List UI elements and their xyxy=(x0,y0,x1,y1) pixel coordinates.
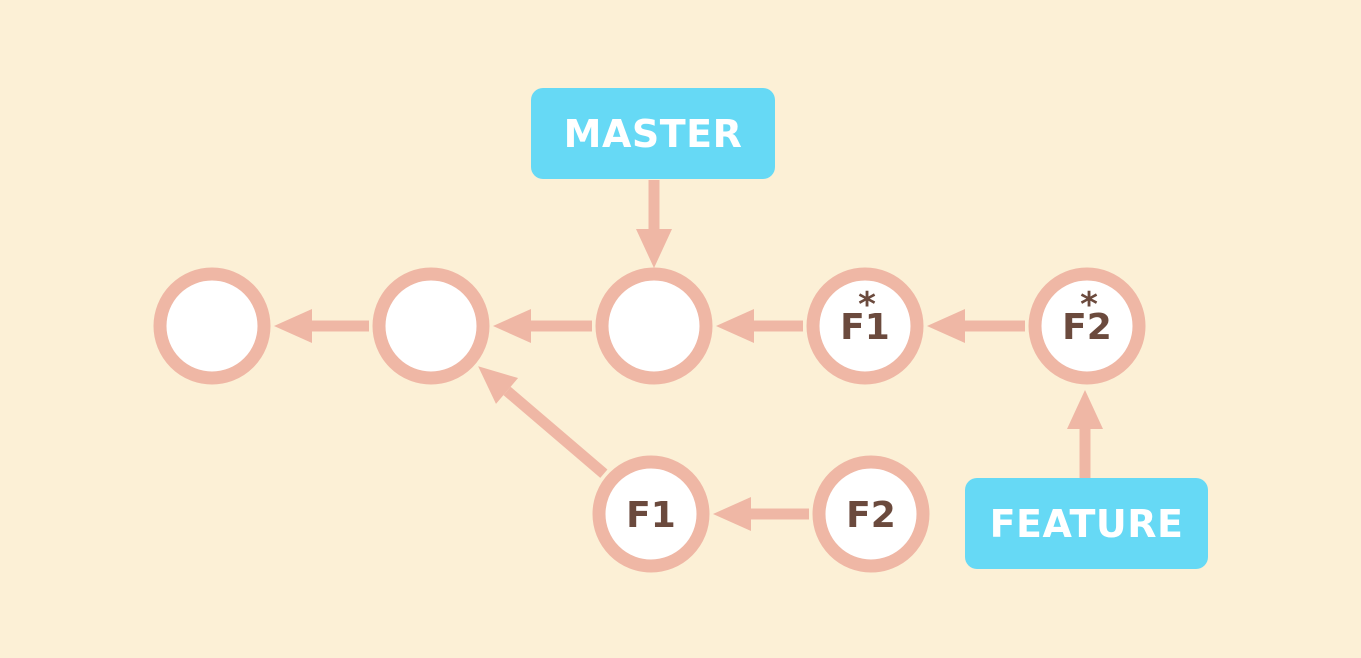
commit-label: F1 xyxy=(840,307,890,348)
commit-node-c1 xyxy=(372,267,490,385)
arrow-head xyxy=(493,309,531,343)
commit-circle xyxy=(812,455,930,573)
commit-circle xyxy=(806,267,924,385)
commit-circle xyxy=(595,267,713,385)
arrow-rebased-f1-to-c2 xyxy=(716,309,803,343)
commit-circle xyxy=(1028,267,1146,385)
arrow-head xyxy=(716,309,754,343)
commit-node-c0 xyxy=(153,267,271,385)
commit-node-old-f1: F1 xyxy=(592,455,710,573)
arrow-c2-to-c1 xyxy=(493,309,592,343)
commit-node-rebased-f2: F2* xyxy=(1028,267,1146,385)
rebased-marker: * xyxy=(858,285,876,325)
arrow-head xyxy=(478,366,519,404)
feature-pointer-arrow xyxy=(1067,390,1103,478)
commit-circle xyxy=(592,455,710,573)
feature-branch-label: FEATURE xyxy=(965,478,1208,569)
arrows-layer xyxy=(274,180,1103,531)
commit-circle xyxy=(153,267,271,385)
commit-node-old-f2: F2 xyxy=(812,455,930,573)
arrow-rebased-f2-to-rebased-f1 xyxy=(927,309,1025,343)
commit-label: F1 xyxy=(626,495,676,536)
commit-label: F2 xyxy=(1062,307,1112,348)
master-branch-label: MASTER xyxy=(531,88,775,179)
arrow-old-f1-to-c1 xyxy=(478,366,608,478)
arrow-old-f2-to-old-f1 xyxy=(713,497,809,531)
arrow-head xyxy=(713,497,751,531)
master-pointer-arrow xyxy=(636,180,672,268)
arrow-c1-to-c0 xyxy=(274,309,369,343)
rebased-marker: * xyxy=(1080,285,1098,325)
arrow-head xyxy=(274,309,312,343)
commit-circle xyxy=(372,267,490,385)
arrow-head xyxy=(636,229,672,268)
arrow-head xyxy=(1067,390,1103,429)
commit-node-c2 xyxy=(595,267,713,385)
commit-label: F2 xyxy=(846,495,896,536)
arrow-head xyxy=(927,309,965,343)
commit-node-rebased-f1: F1* xyxy=(806,267,924,385)
arrow-shaft xyxy=(503,386,608,478)
